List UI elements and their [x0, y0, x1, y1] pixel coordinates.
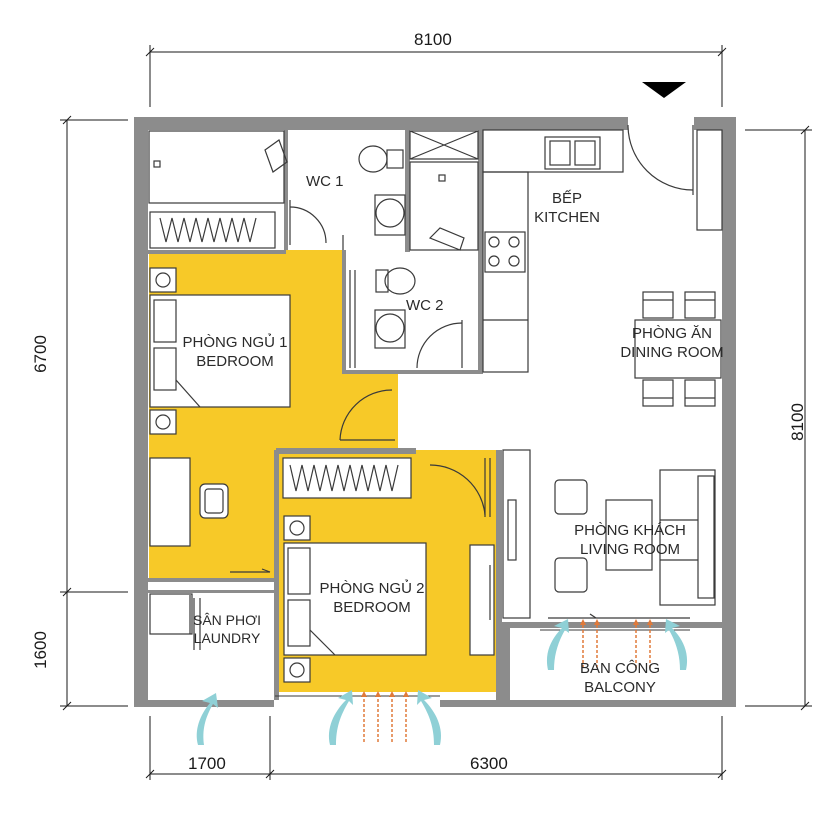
balcony-label-vi: BAN CÔNG [579, 660, 660, 677]
balcony-label-en: BALCONY [584, 678, 656, 696]
entrance-triangle-icon [642, 82, 686, 98]
laundry-label-vi: SÂN PHƠI [192, 612, 262, 628]
outer-wall [134, 117, 736, 707]
kitchen-label-vi: BẾP [551, 190, 582, 207]
living-furniture [502, 449, 716, 619]
wc1-fixtures [148, 130, 479, 251]
bedroom1-label: PHÒNG NGỦ 1 BEDROOM [176, 334, 294, 372]
dining-label-vi: PHÒNG ĂN [631, 325, 712, 342]
dim-left-lower: 1600 [30, 631, 50, 669]
kitchen-counter [482, 129, 624, 373]
laundry-fixtures [149, 593, 201, 650]
dining-furniture [634, 291, 722, 407]
living-label: PHÒNG KHÁCH LIVING ROOM [568, 522, 692, 560]
dining-label-en: DINING ROOM [620, 343, 724, 361]
dim-right-total: 8100 [787, 403, 807, 441]
dim-left-upper: 6700 [30, 335, 50, 373]
kitchen-label: BẾP KITCHEN [524, 190, 610, 228]
interior-walls [148, 130, 722, 700]
living-label-en: LIVING ROOM [579, 540, 680, 558]
bedroom2-furniture [282, 457, 495, 683]
balcony-label: BAN CÔNG BALCONY [568, 660, 672, 698]
dim-top-total: 8100 [414, 30, 452, 49]
entrance-door[interactable] [627, 124, 723, 231]
bedroom2-label-en: BEDROOM [333, 598, 411, 616]
dimension-lines [60, 45, 812, 780]
wc2-fixtures [349, 267, 463, 369]
bedroom1-label-vi: PHÒNG NGỦ 1 [182, 334, 288, 351]
kitchen-label-en: KITCHEN [534, 208, 600, 226]
dining-label: PHÒNG ĂN DINING ROOM [612, 325, 732, 363]
sun-arrows [361, 619, 653, 742]
airflow-arrows [196, 619, 688, 745]
laundry-label: SÂN PHƠI LAUNDRY [185, 612, 269, 647]
laundry-label-en: LAUNDRY [193, 629, 261, 646]
bedroom1-label-en: BEDROOM [196, 352, 274, 370]
wc2-label: WC 2 [406, 297, 444, 314]
bedroom2-label: PHÒNG NGỦ 2 BEDROOM [310, 580, 434, 618]
dim-bottom-right: 6300 [470, 754, 508, 773]
bedroom1-furniture [149, 211, 395, 573]
bedroom2-label-vi: PHÒNG NGỦ 2 [319, 580, 425, 597]
wc1-label: WC 1 [306, 173, 344, 190]
living-label-vi: PHÒNG KHÁCH [574, 522, 686, 539]
dim-bottom-left: 1700 [188, 754, 226, 773]
